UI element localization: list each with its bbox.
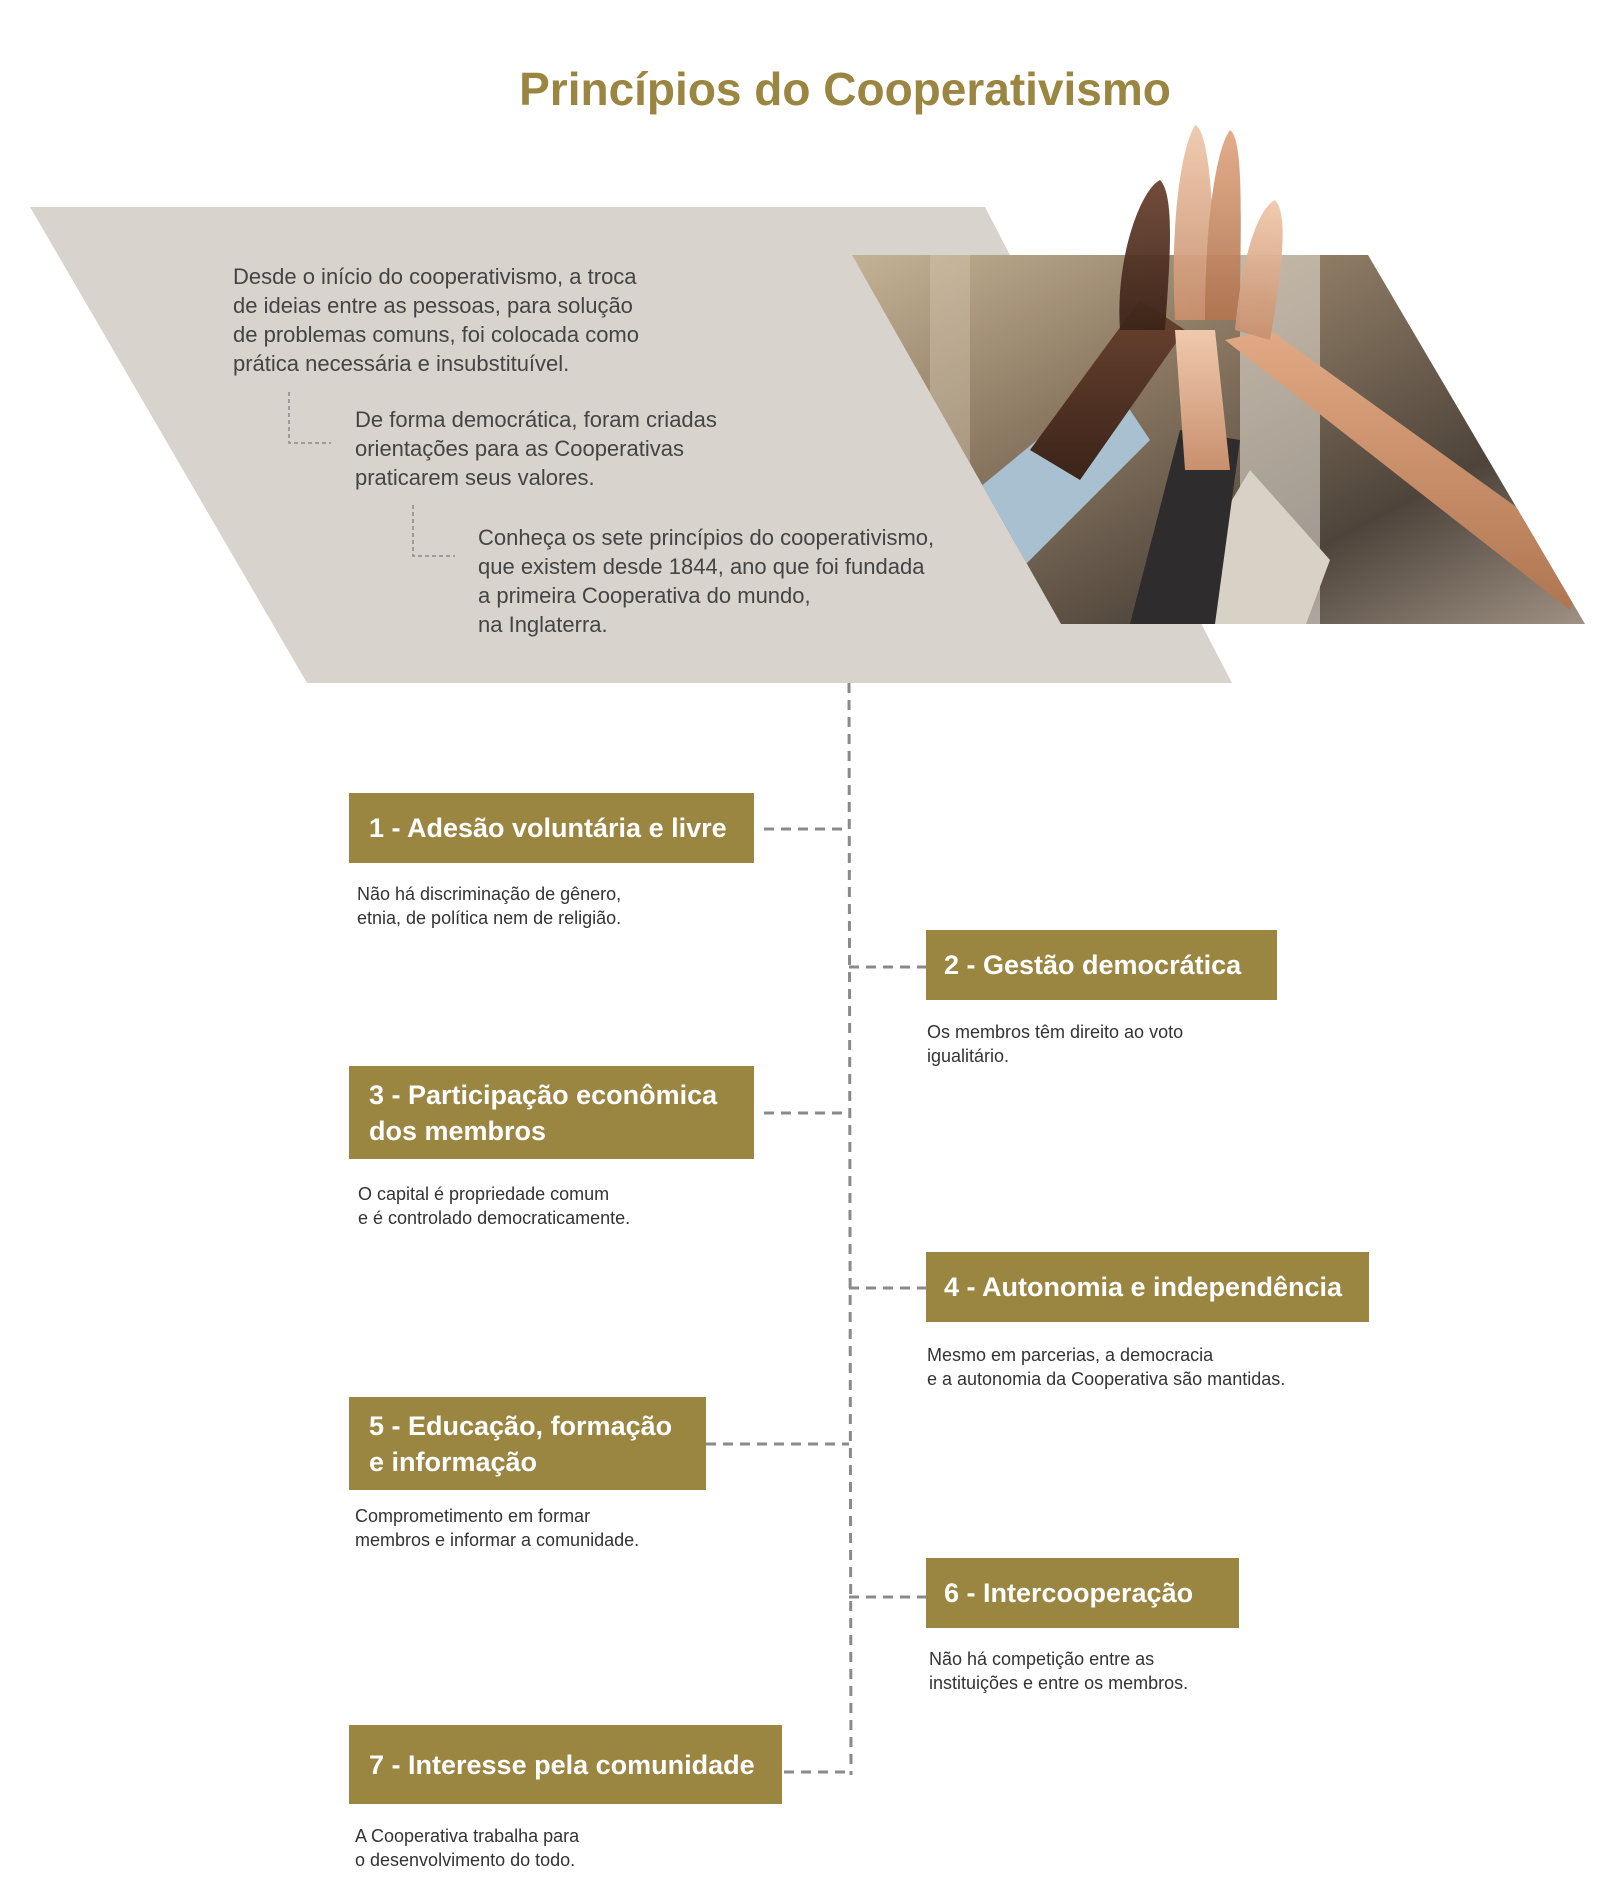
principle-4-description: Mesmo em parcerias, a democracia e a aut… [927,1345,1286,1389]
principle-3-description: O capital é propriedade comum e é contro… [358,1184,631,1228]
intro-paragraph-3: Conheça os sete princípios do cooperativ… [478,525,935,637]
hands-photo [852,255,1585,624]
principle-1-description: Não há discriminação de gênero, etnia, d… [357,884,622,928]
intro-paragraph-1: Desde o início do cooperativismo, a troc… [233,264,639,376]
principle-5-description: Comprometimento em formar membros e info… [355,1506,640,1550]
intro-connector-2 [412,505,455,557]
principle-1-title: 1 - Adesão voluntária e livre [349,793,754,863]
principle-2-description: Os membros têm direito ao voto igualitár… [927,1022,1184,1066]
page-title: Princípios do Cooperativismo [519,63,1171,115]
principle-6-title: 6 - Intercooperação [926,1558,1239,1628]
principle-5-title: 5 - Educação, formação e informação [349,1397,706,1490]
principle-2-title: 2 - Gestão democrática [926,930,1277,1000]
raised-hands [1119,125,1283,340]
principle-6-description: Não há competição entre as instituições … [929,1649,1189,1693]
intro-paragraph-2: De forma democrática, foram criadas orie… [355,407,717,490]
principle-4-title: 4 - Autonomia e independência [926,1252,1369,1322]
timeline-connectors [706,682,926,1776]
intro-connector-1 [288,392,331,444]
principle-7-description: A Cooperativa trabalha para o desenvolvi… [355,1826,580,1870]
principle-3-title: 3 - Participação econômica dos membros [349,1066,754,1159]
principle-7-title: 7 - Interesse pela comunidade [349,1725,782,1804]
